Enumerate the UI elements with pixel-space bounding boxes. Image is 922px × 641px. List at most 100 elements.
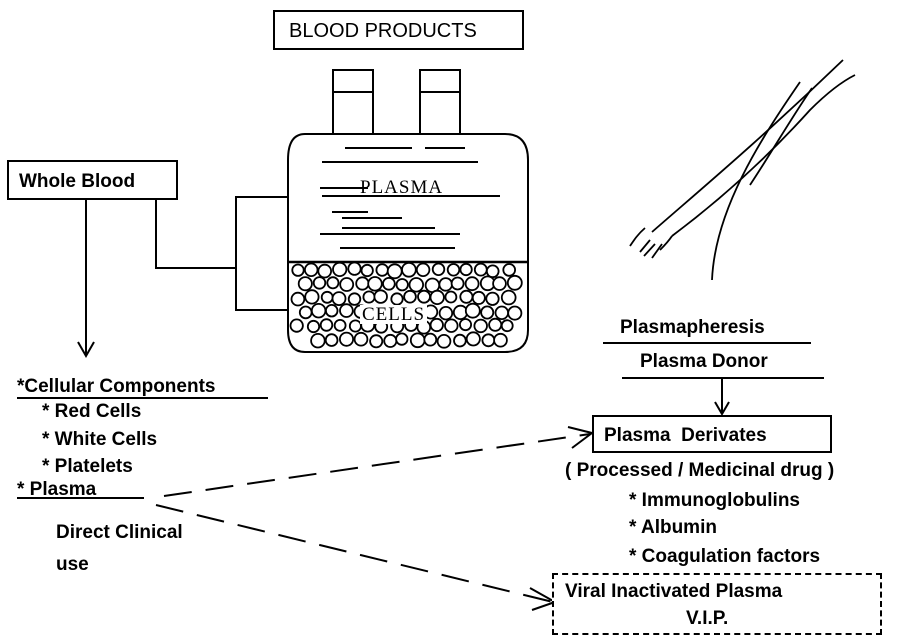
cell-circle [466, 277, 479, 290]
bag-tube-right [420, 70, 460, 134]
cell-circle [431, 291, 444, 304]
cell-circle [508, 276, 522, 290]
cell-circle [300, 307, 312, 319]
derivates-item: * Albumin [629, 518, 717, 537]
cell-circle [489, 319, 501, 331]
cell-circle [411, 333, 425, 347]
cell-circle [404, 291, 416, 303]
plasma-use-line1: Direct Clinical [56, 523, 183, 542]
cell-circle [299, 277, 312, 290]
cell-circle [397, 279, 408, 290]
cell-circle [508, 307, 521, 320]
bag-bracket [236, 197, 288, 310]
dashed-arrow-to-vip [156, 505, 553, 602]
plasma-derivates-label: Plasma Derivates [604, 426, 767, 445]
cell-circle [335, 320, 346, 331]
whole-blood-label: Whole Blood [19, 172, 135, 191]
plasmapheresis-label: Plasmapheresis [620, 318, 765, 337]
cell-circle [402, 263, 416, 277]
cellular-heading: *Cellular Components [17, 377, 215, 396]
cell-circle [460, 291, 472, 303]
cell-circle [431, 319, 443, 331]
cellular-item: * Platelets [42, 457, 133, 476]
cell-circle [368, 277, 382, 291]
vip-box: Viral Inactivated Plasma V.I.P. [552, 573, 882, 635]
cell-circle [370, 335, 382, 347]
cell-circle [466, 304, 480, 318]
cell-circle [362, 265, 373, 276]
cell-circle [439, 278, 452, 291]
cell-circle [494, 334, 507, 347]
bag-tube-left [333, 70, 373, 134]
cell-circle [433, 264, 445, 276]
cellular-item: * White Cells [42, 430, 157, 449]
cell-circle [438, 335, 451, 348]
title-label: BLOOD PRODUCTS [289, 21, 477, 41]
cell-circle [318, 265, 331, 278]
cell-circle [410, 278, 424, 292]
cell-circle [460, 264, 471, 275]
cell-circle [445, 292, 456, 303]
vip-line2: V.I.P. [686, 609, 728, 628]
derivates-subtitle: ( Processed / Medicinal drug ) [565, 461, 834, 480]
plasma-use-line2: use [56, 555, 89, 574]
cell-circle [486, 293, 498, 305]
cell-circle [326, 334, 338, 346]
cell-circle [474, 320, 487, 333]
cell-circle [487, 265, 499, 277]
cell-circle [475, 264, 487, 276]
cell-circle [417, 264, 430, 277]
cell-circle [496, 307, 509, 320]
plasma-derivates-box: Plasma Derivates [592, 415, 832, 453]
cell-circle [333, 292, 346, 305]
cell-circle [493, 277, 506, 290]
cell-circle [383, 278, 395, 290]
cell-circle [418, 291, 430, 303]
cell-circle [349, 293, 361, 305]
cellular-item: * Red Cells [42, 402, 141, 421]
cell-circle [374, 290, 387, 303]
cell-circle [460, 319, 471, 330]
cell-circle [454, 335, 466, 347]
plasma-donor-label: Plasma Donor [640, 352, 768, 371]
cell-circle [448, 264, 460, 276]
cell-circle [321, 319, 333, 331]
cell-circle [502, 320, 513, 331]
cell-circle [391, 293, 402, 304]
cell-circle [312, 304, 326, 318]
cell-circle [292, 265, 303, 276]
cell-circle [314, 277, 326, 289]
cell-circle [467, 332, 480, 345]
cell-circle [356, 277, 368, 289]
cell-circle [445, 319, 458, 332]
cell-circle [424, 334, 436, 346]
cell-circle [292, 293, 305, 306]
plasma-bag-label: PLASMA [360, 178, 443, 197]
cell-circle [355, 333, 368, 346]
cell-circle [376, 264, 388, 276]
vip-line1: Viral Inactivated Plasma [565, 582, 782, 601]
cell-circle [327, 277, 338, 288]
cell-circle [452, 278, 464, 290]
cell-circle [348, 263, 360, 275]
cell-circle [291, 319, 303, 331]
cell-circle [481, 306, 493, 318]
derivates-item: * Immunoglobulins [629, 491, 800, 510]
cell-circle [384, 335, 396, 347]
cell-circle [482, 334, 494, 346]
cell-circle [440, 307, 453, 320]
cell-circle [502, 291, 516, 305]
arm-sketch [630, 60, 855, 280]
cell-circle [333, 263, 346, 276]
cell-circle [326, 305, 338, 317]
cell-circle [396, 333, 407, 344]
dashed-arrow-to-derivates [164, 434, 590, 496]
cells-bag-label: CELLS [360, 305, 427, 324]
cell-circle [473, 292, 485, 304]
whole-blood-connector [156, 200, 236, 268]
cell-circle [340, 278, 353, 291]
cell-circle [340, 304, 353, 317]
cell-circle [305, 290, 318, 303]
whole-blood-box: Whole Blood [7, 160, 178, 200]
